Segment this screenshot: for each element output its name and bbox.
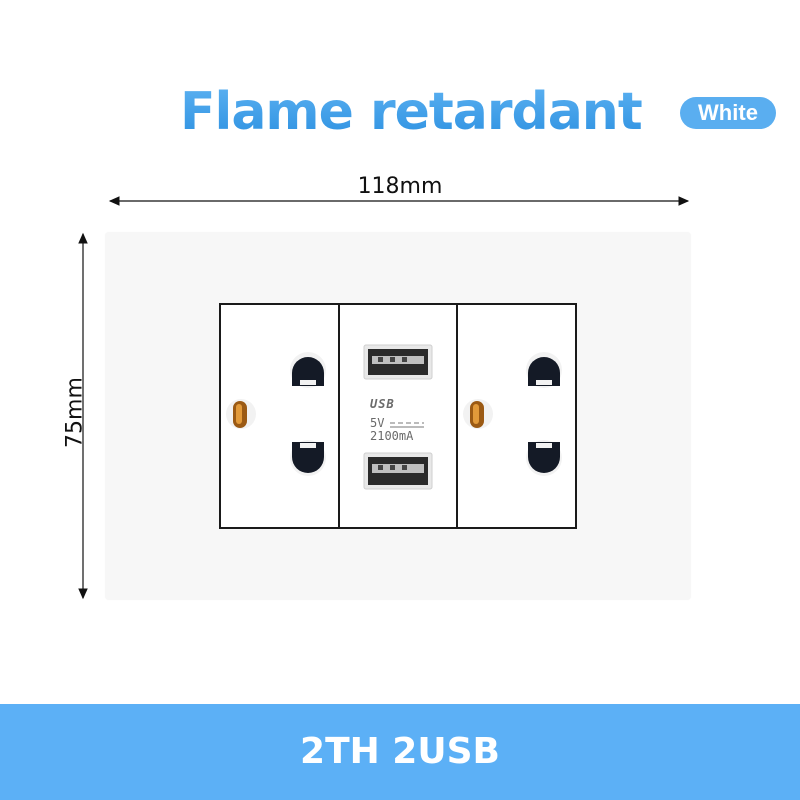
- width-label: 118mm: [357, 174, 443, 199]
- socket-hole-bottom-right: [528, 442, 560, 473]
- socket-hole-top-left: [292, 357, 324, 386]
- footer-banner: 2TH 2USB: [0, 704, 800, 800]
- left-socket-holes: [226, 352, 326, 476]
- usb-port-bottom: [363, 452, 433, 490]
- color-badge: White: [680, 97, 776, 129]
- product-title: Flame retardant PC: [180, 82, 734, 142]
- socket-hole-bottom-left: [292, 442, 324, 473]
- socket-hole-top-right: [528, 357, 560, 386]
- usb-port-top: [363, 344, 433, 380]
- right-socket-holes: [463, 352, 562, 476]
- usb-logo-text: USB: [370, 397, 395, 411]
- usb-current: 2100mA: [370, 429, 414, 443]
- usb-voltage: 5V: [370, 416, 385, 430]
